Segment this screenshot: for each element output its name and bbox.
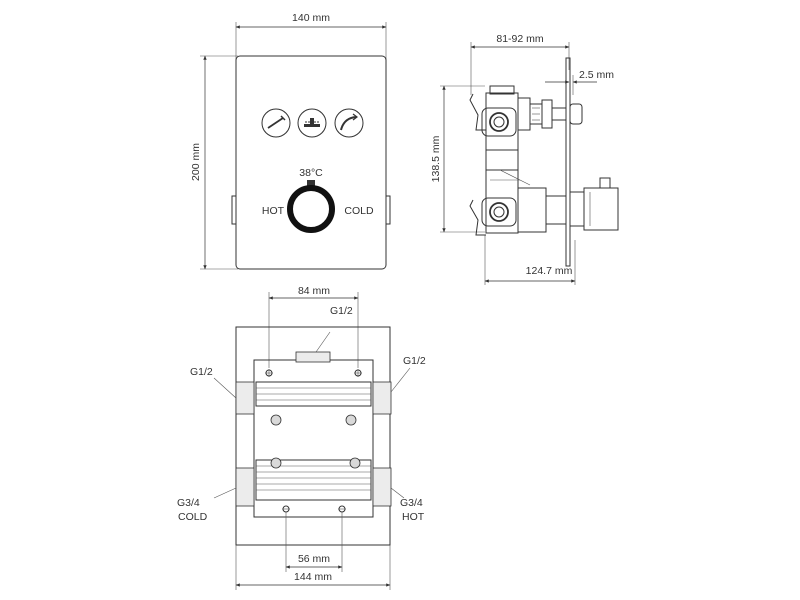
top-screws bbox=[265, 369, 362, 377]
overhead-shower-button[interactable] bbox=[297, 108, 327, 138]
outlet-buttons bbox=[261, 108, 364, 138]
bottom-screws bbox=[282, 505, 346, 513]
top-port-label: G1/2 bbox=[330, 305, 353, 317]
hot-inlet-size-label: G3/4 bbox=[400, 497, 423, 509]
rear-bottom-spacing-dimension: 56 mm bbox=[285, 512, 343, 572]
valve-body-side bbox=[469, 57, 619, 267]
left-upper-port bbox=[235, 381, 255, 415]
rear-view: 84 mm G1/2 bbox=[177, 285, 426, 590]
cold-inlet-label: COLD bbox=[178, 511, 208, 523]
hand-shower-button[interactable] bbox=[261, 108, 291, 138]
front-height-label: 200 mm bbox=[190, 143, 202, 181]
top-port bbox=[295, 351, 331, 363]
bath-spout-icon bbox=[340, 113, 358, 131]
temperature-marker bbox=[307, 180, 315, 187]
rear-width-dimension: 144 mm bbox=[235, 545, 391, 590]
front-plate bbox=[235, 55, 387, 270]
side-width-label: 124.7 mm bbox=[526, 265, 573, 277]
front-width-dimension: 140 mm bbox=[235, 12, 387, 60]
plate-thickness-dimension: 2.5 mm bbox=[545, 69, 614, 95]
side-height-dimension: 138.5 mm bbox=[430, 85, 485, 233]
side-view: 81-92 mm 2.5 mm 138.5 mm 124.7 mm bbox=[430, 33, 619, 285]
hot-inlet-port bbox=[372, 467, 392, 507]
right-upper-port bbox=[372, 381, 392, 415]
hot-label: HOT bbox=[262, 205, 285, 217]
right-port-label: G1/2 bbox=[403, 355, 426, 367]
cold-inlet-size-label: G3/4 bbox=[177, 497, 200, 509]
side-width-dimension: 124.7 mm bbox=[484, 235, 576, 285]
mounting-bolts bbox=[270, 414, 361, 469]
front-height-dimension: 200 mm bbox=[190, 55, 238, 270]
ribbed-panel bbox=[255, 381, 372, 501]
rear-frame bbox=[235, 326, 391, 546]
overhead-shower-icon bbox=[304, 118, 320, 127]
cold-inlet-port bbox=[235, 467, 255, 507]
plate-thickness-label: 2.5 mm bbox=[579, 69, 614, 81]
rear-top-spacing-dimension: 84 mm bbox=[268, 285, 359, 368]
temperature-label: 38°C bbox=[299, 167, 323, 179]
side-depth-label: 81-92 mm bbox=[496, 33, 544, 45]
rear-width-label: 144 mm bbox=[294, 571, 332, 583]
rear-valve-plate bbox=[253, 359, 374, 518]
hot-inlet-label: HOT bbox=[402, 511, 425, 523]
thermostat-knob[interactable]: 38°C HOT COLD bbox=[262, 167, 374, 233]
hand-shower-icon bbox=[267, 115, 286, 129]
front-width-label: 140 mm bbox=[292, 12, 330, 24]
rear-top-spacing-label: 84 mm bbox=[298, 285, 330, 297]
bath-spout-button[interactable] bbox=[334, 108, 364, 138]
left-port-label: G1/2 bbox=[190, 366, 213, 378]
side-height-label: 138.5 mm bbox=[430, 135, 442, 182]
rear-bottom-spacing-label: 56 mm bbox=[298, 553, 330, 565]
side-depth-dimension: 81-92 mm bbox=[470, 33, 570, 95]
cold-label: COLD bbox=[344, 205, 374, 217]
front-view: 140 mm 200 mm bbox=[190, 12, 391, 270]
